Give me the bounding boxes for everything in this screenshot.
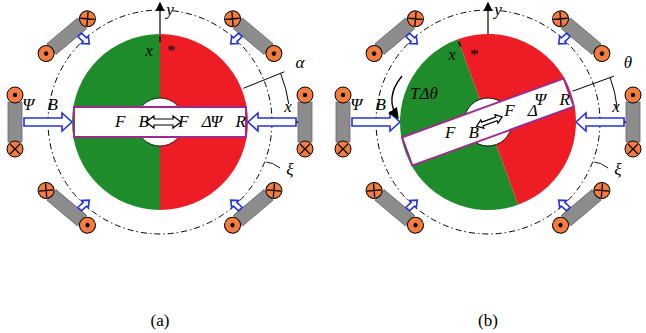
angle-leg bbox=[573, 76, 614, 91]
symbol-label: α bbox=[296, 54, 305, 71]
motor-panel bbox=[7, 3, 313, 236]
flux-arrow bbox=[404, 196, 420, 212]
rotor bbox=[72, 34, 248, 210]
stator-coil bbox=[221, 8, 285, 65]
stator-coil bbox=[549, 179, 613, 236]
air-gap-circle bbox=[48, 10, 272, 234]
leader-line bbox=[594, 162, 608, 168]
symbol-label: TΔθ bbox=[410, 85, 438, 102]
symbol-label: ξ bbox=[614, 161, 621, 178]
torque-arrow bbox=[392, 76, 402, 118]
y-axis bbox=[159, 3, 160, 34]
stator-coil bbox=[335, 87, 351, 157]
symbol-label: θ bbox=[624, 54, 632, 71]
motor-panel bbox=[335, 3, 641, 236]
flux-arrow bbox=[555, 31, 571, 47]
stator-coil bbox=[7, 87, 23, 157]
symbol-label: x⃗* bbox=[448, 46, 477, 63]
flux-arrow bbox=[227, 196, 243, 212]
flux-arrow bbox=[352, 113, 400, 131]
symbol-label: F⃗Δ bbox=[504, 102, 538, 119]
symbol-label: ξ bbox=[286, 161, 293, 178]
stator-coil bbox=[35, 8, 99, 65]
stator-coil bbox=[35, 179, 99, 236]
symbol-label: x⃗* bbox=[145, 42, 174, 59]
symbol-label: y bbox=[494, 1, 502, 18]
flux-arrow bbox=[404, 31, 420, 47]
flux-arrow bbox=[555, 196, 571, 212]
symbol-label: Ψ⃗R bbox=[534, 91, 570, 108]
flux-arrow bbox=[24, 113, 72, 131]
stator-coil bbox=[221, 179, 285, 236]
force-arrow bbox=[146, 116, 181, 128]
air-gap-circle bbox=[376, 10, 600, 234]
flux-arrow bbox=[576, 113, 624, 131]
flux-arrow bbox=[227, 31, 243, 47]
leader-line bbox=[266, 162, 280, 168]
symbol-label: x bbox=[284, 98, 292, 115]
force-arrow bbox=[475, 113, 503, 131]
flux-arrow bbox=[76, 196, 92, 212]
magnetization-band bbox=[74, 107, 246, 137]
symbol-label: Ψ⃗R bbox=[210, 113, 246, 130]
angle-leg bbox=[243, 72, 284, 88]
magnetization-band bbox=[402, 78, 574, 165]
stator-coil bbox=[549, 8, 613, 65]
panel-label: (b) bbox=[478, 312, 498, 329]
symbol-label: y bbox=[166, 1, 174, 18]
stator-coil bbox=[625, 87, 641, 157]
symbol-label: F⃗Δ bbox=[178, 113, 212, 130]
symbol-label: x bbox=[612, 98, 620, 115]
stator-coil bbox=[363, 179, 427, 236]
rotor bbox=[375, 9, 601, 235]
panel-label: (a) bbox=[151, 312, 170, 329]
y-axis bbox=[487, 3, 488, 34]
symbol-label: F⃗B bbox=[445, 124, 479, 141]
flux-arrow bbox=[248, 113, 296, 131]
stator-coil bbox=[363, 8, 427, 65]
flux-arrow bbox=[76, 31, 92, 47]
symbol-label: F⃗B bbox=[115, 113, 149, 130]
symbol-label: Ψ⃗B bbox=[350, 96, 386, 113]
stator-coil bbox=[297, 87, 313, 157]
symbol-label: Ψ⃗B bbox=[22, 96, 58, 113]
